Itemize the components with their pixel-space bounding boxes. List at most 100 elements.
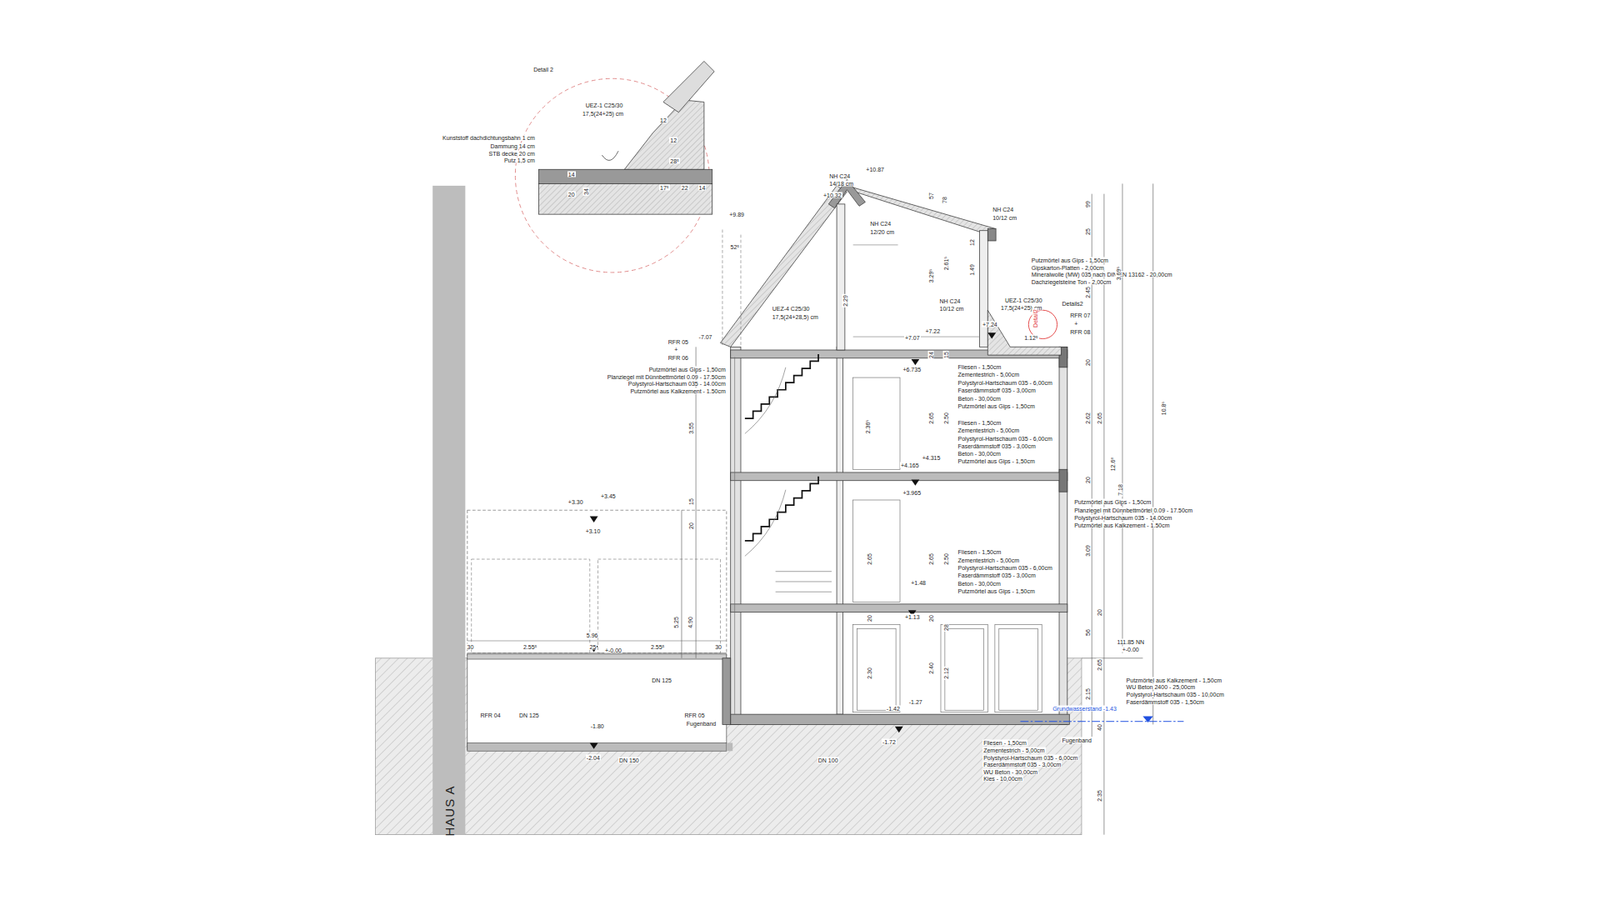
annotation-label: Faserdämmstoff 035 - 3,00cm <box>957 572 1037 579</box>
annotation-label: Putzmörtel aus Gips - 1,50cm <box>648 366 727 373</box>
dimension-label: 2.40 <box>927 661 934 675</box>
dimension-label: 20 <box>687 521 694 530</box>
annotation-label: NH C24 <box>828 172 851 179</box>
annotation-label: Polystyrol-Hartschaum 035 - 14.00cm <box>1073 514 1173 520</box>
dimension-label: 3.69⁵ <box>1115 265 1122 282</box>
annotation-label: 14 <box>698 185 707 191</box>
dimension-label: 24 <box>927 350 934 360</box>
annotation-label: 22 <box>680 185 690 191</box>
annotation-label: Dachziegelsteine Ton - 2,00cm <box>1030 278 1113 285</box>
annotation-label: +4.315 <box>921 454 942 460</box>
annotation-label: +1.48 <box>910 580 927 586</box>
dimension-label: 40 <box>1095 723 1102 732</box>
annotation-label: 10/12 cm <box>991 214 1018 220</box>
dimension-label: 20 <box>1085 475 1091 485</box>
dimension-label: 2.65 <box>1095 411 1102 425</box>
annotation-label: WU Beton - 30,00cm <box>982 768 1039 775</box>
annotation-label: Polystyrol-Hartschaum 035 - 6,00cm <box>982 754 1079 760</box>
annotation-label: Planziegel mit Dünnbettmörtel 0.09 - 17.… <box>1073 506 1194 513</box>
annotation-label: Zementestrich - 5,00cm <box>982 747 1046 754</box>
annotation-label: RFR 08 <box>1069 328 1091 335</box>
annotation-label: Mineralwolle (MW) 035 nach DIN EN 13162 … <box>1030 271 1174 278</box>
annotation-label: RFR 07 <box>1069 312 1091 319</box>
annotation-label: Putzmörtel aus Kalkzement - 1,50cm <box>1125 676 1223 683</box>
dimension-label: 2.61⁵ <box>943 255 950 272</box>
dimension-label: 28 <box>943 623 950 632</box>
annotation-label: + <box>1073 320 1079 327</box>
annotation-label: +-0.00 <box>1121 645 1140 652</box>
annotation-label: 28⁵ <box>669 158 680 165</box>
annotation-label: Putzmörtel aus Gips - 1,50cm <box>957 403 1036 410</box>
annotation-label: -2.04 <box>585 754 601 760</box>
annotation-label: UEZ-1 C25/30 <box>1004 297 1044 304</box>
annotation-label: DN 125 <box>518 712 540 719</box>
annotation-label: +3.45 <box>600 493 617 500</box>
dimension-label: 1.49 <box>968 264 975 278</box>
annotation-label: +7.22 <box>924 327 941 334</box>
annotation-label: Polystyrol-Hartschaum 035 - 6,00cm <box>957 435 1054 441</box>
annotation-label: Kies - 10,00cm <box>982 775 1024 782</box>
annotation-label: Zementestrich - 5,00cm <box>957 427 1021 434</box>
annotation-label: RFR 04 <box>480 712 502 719</box>
annotation-label: Fugenband <box>685 720 717 727</box>
annotation-label: 10/12 cm <box>939 305 965 311</box>
annotation-label: Polystyrol-Hartschaum 035 - 10,00cm <box>1125 691 1225 698</box>
annotation-label: DN 125 <box>650 676 673 683</box>
annotation-label: 52⁵ <box>730 244 741 250</box>
annotation-label: RFR 06 <box>667 354 690 360</box>
dimension-label: 12.6⁸ <box>1109 456 1115 473</box>
annotation-label: Beton - 30,00cm <box>957 580 1002 586</box>
dimension-label: 20 <box>866 614 873 623</box>
annotation-label: +4.165 <box>900 462 920 469</box>
garage-pit <box>467 658 727 750</box>
annotation-label: +9.89 <box>728 211 745 218</box>
annotation-label: +7.24 <box>981 321 999 328</box>
annotation-label: + <box>673 345 679 352</box>
dimension-label: 2.62 <box>1085 411 1091 425</box>
dimension-label: 2.65 <box>927 411 934 425</box>
dimension-label: 5.25 <box>672 615 679 630</box>
annotation-label: RFR 05 <box>683 712 705 719</box>
annotation-label: 2.55⁵ <box>522 644 539 650</box>
annotation-label: NH C24 <box>869 220 892 227</box>
dimension-label: 7.18 <box>1117 483 1124 497</box>
annotation-label: 111.85 NN <box>1116 639 1145 645</box>
dimension-label: 2.50 <box>943 411 950 425</box>
dimension-label: HAUS A <box>442 785 455 838</box>
annotation-label: Putz 1,5 cm <box>503 157 536 164</box>
annotation-label: -1.42 <box>885 705 901 711</box>
dimension-label: 2.35 <box>1095 789 1102 803</box>
dimension-label: 2.50 <box>943 552 950 566</box>
annotation-label: -1.27 <box>908 699 924 705</box>
annotation-label: NH C24 <box>991 206 1015 213</box>
building <box>722 346 1070 725</box>
annotation-label: 25 <box>589 644 598 650</box>
annotation-label: Gipskarton-Platten - 2,00cm <box>1030 264 1105 270</box>
annotation-label: 30 <box>466 644 475 650</box>
stairs <box>745 354 819 541</box>
annotation-label: DN 150 <box>618 757 640 764</box>
annotation-label: Faserdämmstoff 035 - 1,50cm <box>1125 699 1205 705</box>
annotation-label: Zementestrich - 5,00cm <box>957 371 1021 378</box>
dimension-label: 15 <box>687 498 694 507</box>
dimension-label: 20 <box>1085 358 1091 367</box>
dimension-label: 57 <box>927 191 934 200</box>
dimension-label: 15 <box>943 350 950 360</box>
dimension-label: 2.36⁵ <box>864 419 870 435</box>
annotation-label: Putzmörtel aus Kalkzement - 1.50cm <box>1073 522 1170 529</box>
annotation-label: Grundwasserstand -1.43 <box>1051 705 1118 711</box>
garage <box>467 510 727 659</box>
dimension-label: 20 <box>1095 608 1102 617</box>
annotation-label: 12/20 cm <box>869 228 895 235</box>
annotation-label: Beton - 30,00cm <box>957 395 1002 401</box>
roof <box>720 180 1061 356</box>
annotation-label: -1.72 <box>881 739 897 745</box>
annotation-label: Polystyrol-Hartschaum 035 - 6,00cm <box>957 379 1054 385</box>
annotation-label: 14/18 cm <box>828 180 855 187</box>
annotation-label: Putzmörtel aus Gips - 1,50cm <box>1073 499 1152 505</box>
dimension-label: 3.09 <box>1085 544 1091 558</box>
dimension-label: 25 <box>1085 227 1091 236</box>
annotation-label: 12 <box>669 136 678 143</box>
annotation-label: Faserdämmstoff 035 - 3,00cm <box>957 442 1037 449</box>
